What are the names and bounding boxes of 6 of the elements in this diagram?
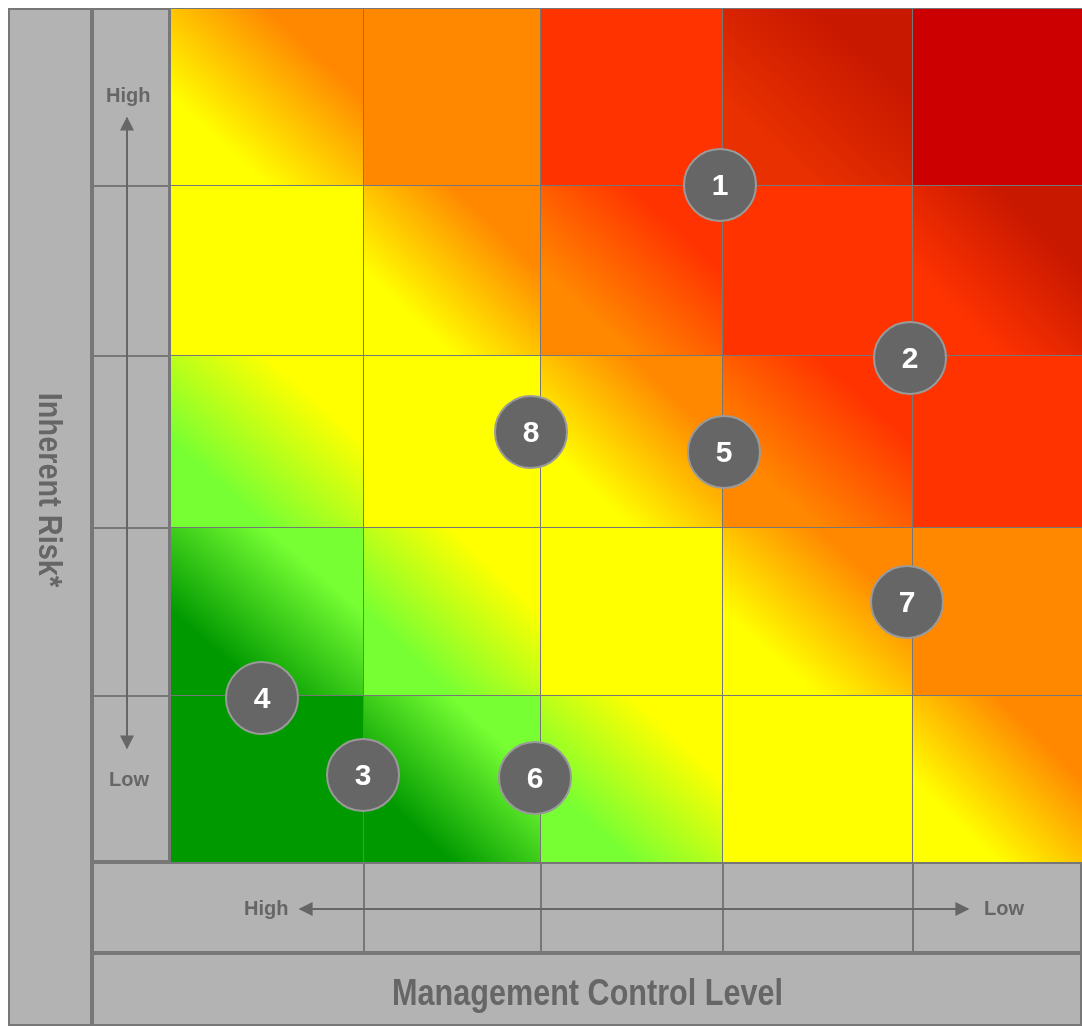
axis-label: Low — [984, 897, 1024, 920]
axis-title: Management Control Level — [392, 972, 784, 1014]
axis-label: Low — [109, 768, 149, 791]
axis-label: High — [106, 84, 151, 107]
axis-title: Inherent Risk* — [30, 392, 70, 588]
axis-label: High — [244, 897, 289, 920]
